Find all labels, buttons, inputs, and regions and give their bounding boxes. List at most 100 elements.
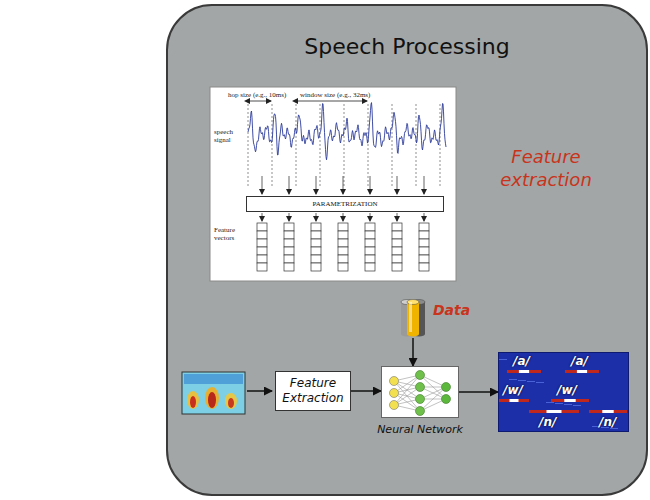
frame-arrow (370, 213, 371, 221)
speech-waveform (248, 103, 446, 160)
vector-cell (338, 255, 348, 263)
vector-cell (311, 247, 321, 255)
node-text: Feature Extraction (276, 376, 350, 406)
node-text: /n/ (539, 415, 556, 429)
node-text: Data (433, 302, 470, 318)
process-box: Feature Extraction (275, 371, 351, 411)
noise-mark (509, 379, 517, 380)
cylinder-body (407, 302, 419, 334)
vector-cell (419, 255, 429, 263)
cylinder-shine (409, 302, 412, 332)
spectrogram-blob (205, 387, 219, 409)
vector-cell (338, 247, 348, 255)
data-store: Data (397, 296, 469, 338)
vector-cell (365, 247, 375, 255)
frame-arrow (397, 176, 398, 194)
hidden-neuron (416, 383, 425, 392)
frame-arrow (370, 176, 371, 194)
vector-cell (284, 247, 294, 255)
vector-cell (419, 247, 429, 255)
vector-cell (392, 239, 402, 247)
spectrogram-blob (208, 392, 216, 408)
node-text: /a/ (571, 354, 588, 368)
spectrogram-band (184, 374, 243, 384)
noise-mark (527, 381, 535, 382)
process-box: PARAMETRIZATION (246, 196, 444, 212)
activation-streak (589, 410, 627, 413)
frame-arrow (316, 176, 317, 194)
output-neuron (442, 383, 451, 392)
vector-cell (365, 223, 375, 231)
window-line (416, 104, 417, 186)
frame-arrow (343, 176, 344, 194)
figure-frame (210, 87, 456, 281)
node-text: PARAMETRIZATION (247, 200, 443, 208)
frame-arrow (397, 213, 398, 221)
vector-cell (365, 255, 375, 263)
diagram-title: Speech Processing (304, 34, 510, 59)
feature-vectors (257, 223, 429, 271)
spectrogram-image (182, 372, 245, 414)
window-line (344, 104, 345, 186)
hop-size-label: hop size (e.g., 10ms) (228, 91, 286, 99)
vector-cell (419, 223, 429, 231)
vector-cell (257, 231, 267, 239)
window-line (272, 104, 273, 186)
node-text: Neural Network (377, 423, 463, 436)
vector-cell (284, 239, 294, 247)
vector-cell (284, 223, 294, 231)
vector-cell (392, 223, 402, 231)
vector-cell (284, 255, 294, 263)
flow-arrow (412, 338, 414, 366)
input-neuron (390, 377, 399, 386)
activation-peak (564, 399, 575, 402)
phoneme-output: /a//a//w//w//n//n/ (498, 352, 629, 432)
input-neuron (390, 401, 399, 410)
flow-arrow (351, 390, 381, 392)
panel-background (167, 5, 647, 495)
activation-peak (519, 370, 529, 373)
flow-arrow (459, 391, 498, 393)
vector-cell (365, 239, 375, 247)
vector-cell (338, 263, 348, 271)
vector-cell (419, 239, 429, 247)
activation-peak (577, 370, 587, 373)
window-size-label: window size (e.g., 32ms) (300, 91, 370, 99)
neural-network: Neural Network (381, 366, 459, 418)
vector-cell (392, 231, 402, 239)
hidden-neuron (416, 407, 425, 416)
noise-mark (555, 403, 563, 404)
noise-mark (518, 380, 526, 381)
node-text: /a/ (513, 354, 530, 368)
vector-cell (365, 231, 375, 239)
spectrogram-ground (182, 372, 245, 414)
network-drawing (382, 367, 458, 417)
activation-streak (507, 370, 541, 373)
vector-cell (284, 263, 294, 271)
vector-cell (257, 255, 267, 263)
vector-cell (392, 255, 402, 263)
activation-streak (565, 370, 599, 373)
frame-arrow (343, 213, 344, 221)
signal-label: speech signal (214, 128, 246, 144)
window-arrow (297, 101, 367, 102)
window-line (368, 104, 369, 186)
vector-cell (311, 263, 321, 271)
window-line (440, 104, 441, 186)
frame-arrow (289, 176, 290, 194)
vector-cell (257, 247, 267, 255)
vector-cell (338, 223, 348, 231)
vector-cell (311, 231, 321, 239)
spectrogram-blob (187, 391, 199, 409)
stage-label: Feature extraction (494, 145, 598, 191)
activation-streak (551, 399, 589, 402)
spectrogram-blob (190, 396, 196, 408)
spectrogram-blob (225, 393, 237, 409)
node-text: /n/ (599, 415, 616, 429)
vector-cell (257, 223, 267, 231)
activation-streak (529, 410, 579, 413)
node-text: /w/ (503, 383, 523, 397)
input-neuron (390, 389, 399, 398)
input-arrow (247, 390, 272, 392)
